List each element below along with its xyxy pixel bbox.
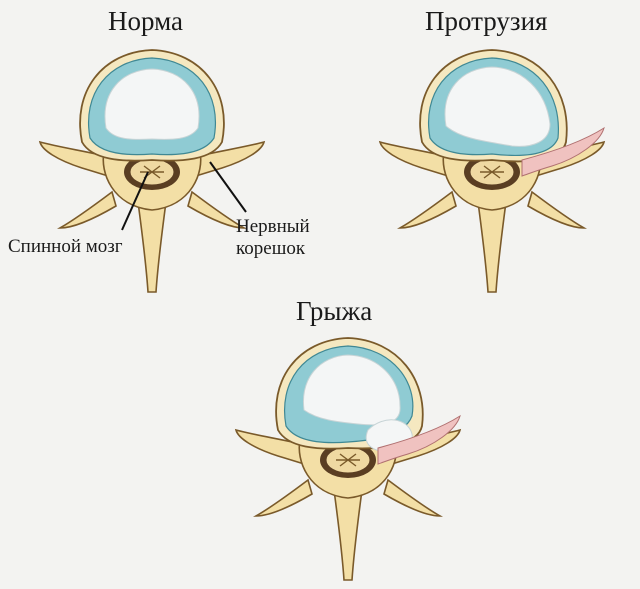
label-nerve-root: Нервный корешок (236, 216, 310, 260)
pointer-nerve-root (209, 161, 247, 213)
title-protrusion: Протрузия (425, 6, 548, 36)
pointer-spinal-cord (121, 171, 149, 231)
vertebra-hernia (235, 337, 461, 581)
title-normal: Норма (108, 6, 183, 36)
label-nerve-root-line1: Нервный (236, 216, 310, 237)
label-spinal-cord: Спинной мозг (8, 236, 123, 257)
title-hernia: Грыжа (296, 296, 373, 326)
vertebra-protrusion (379, 49, 605, 293)
label-nerve-root-line2: корешок (236, 238, 306, 259)
